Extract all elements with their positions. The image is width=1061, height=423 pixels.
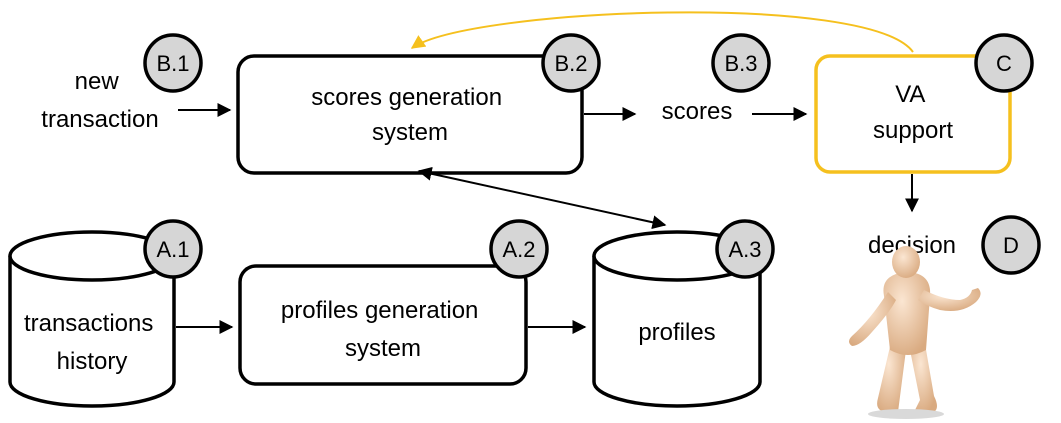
svg-text:A.1: A.1 (156, 237, 189, 262)
svg-text:B.3: B.3 (724, 51, 757, 76)
svg-text:A.2: A.2 (502, 237, 535, 262)
badge-c: C (974, 33, 1034, 93)
svg-text:C: C (996, 51, 1012, 76)
scores-label: scores (662, 98, 733, 125)
badge-b3: B.3 (711, 33, 771, 93)
profiles-generation-system-box (238, 264, 528, 386)
badge-d: D (981, 215, 1041, 275)
svg-text:B.2: B.2 (554, 51, 587, 76)
profiles-label: profiles (638, 319, 715, 346)
new-transaction-label: new transaction (41, 68, 158, 133)
svg-text:D: D (1003, 233, 1019, 258)
feedback-arrow-va-to-scores (410, 11, 914, 53)
scores-generation-system-box (236, 54, 584, 175)
arrow-scores-profiles-exchange (417, 166, 667, 230)
badge-a3: A.3 (715, 219, 775, 279)
badge-a1: A.1 (143, 219, 203, 279)
va-support-label: VA support (873, 81, 953, 144)
badge-b1: B.1 (143, 33, 203, 93)
badge-b2: B.2 (541, 33, 601, 93)
scores-generation-system-label: scores generation system (311, 84, 508, 146)
va-support-box (814, 54, 1012, 174)
presenter-figure (849, 246, 981, 419)
badge-a2: A.2 (489, 219, 549, 279)
profiles-generation-system-label: profiles generation system (281, 297, 485, 362)
transactions-history-cylinder (8, 230, 176, 408)
svg-text:A.3: A.3 (728, 237, 761, 262)
transactions-history-label: transactions history (24, 310, 160, 375)
svg-text:B.1: B.1 (156, 51, 189, 76)
